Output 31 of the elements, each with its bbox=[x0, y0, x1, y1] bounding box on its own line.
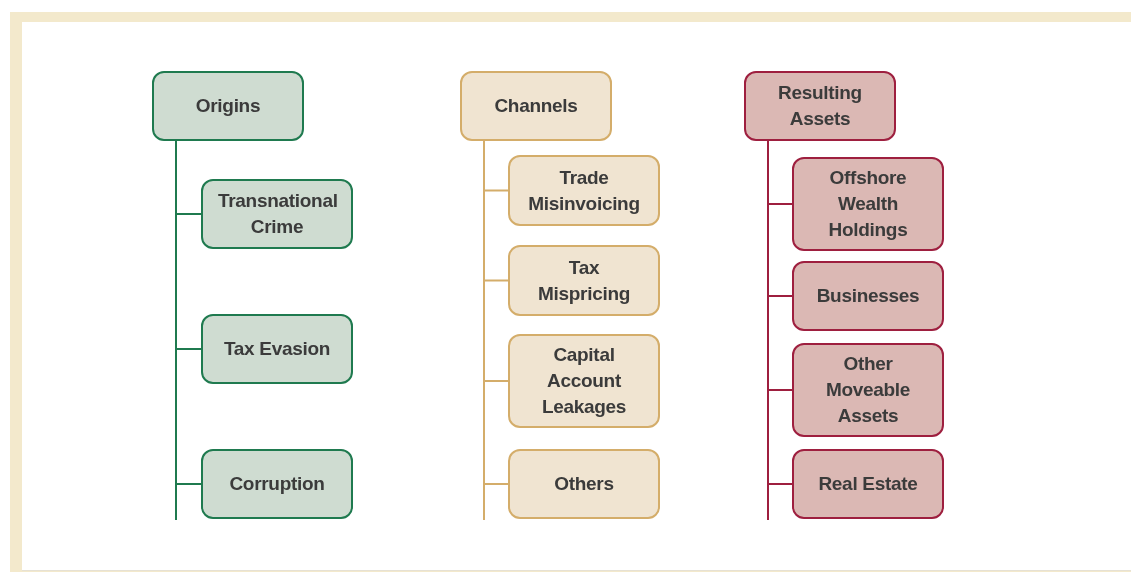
item-box bbox=[792, 343, 944, 437]
category-box bbox=[152, 71, 304, 141]
connector-line bbox=[483, 140, 509, 485]
connector-line bbox=[175, 140, 202, 485]
item-box bbox=[201, 179, 353, 249]
item-box bbox=[792, 261, 944, 331]
box-label: Others bbox=[554, 472, 614, 496]
box-label: Corruption bbox=[229, 472, 325, 496]
box-label: Tax Evasion bbox=[223, 337, 331, 361]
box-label: Capital Account Leakages bbox=[540, 343, 628, 419]
item-box bbox=[508, 155, 660, 226]
box-label: Transnational Crime bbox=[218, 189, 336, 239]
connector-line bbox=[767, 140, 793, 485]
box-label: Tax Mispricing bbox=[537, 255, 631, 306]
category-box bbox=[460, 71, 612, 141]
item-box bbox=[792, 449, 944, 519]
box-label: Trade Misinvoicing bbox=[527, 165, 641, 216]
box-label: Origins bbox=[195, 94, 261, 118]
box-label: Businesses bbox=[816, 284, 920, 308]
category-box bbox=[744, 71, 896, 141]
box-label: Channels bbox=[494, 94, 578, 118]
box-label: Resulting Assets bbox=[777, 81, 863, 131]
item-box bbox=[508, 334, 660, 428]
box-label: Real Estate bbox=[818, 472, 918, 496]
item-box bbox=[201, 314, 353, 384]
box-label: Offshore Wealth Holdings bbox=[827, 166, 909, 242]
box-label: Other Moveable Assets bbox=[824, 352, 912, 428]
item-box bbox=[508, 449, 660, 519]
item-box bbox=[201, 449, 353, 519]
item-box bbox=[792, 157, 944, 251]
item-box bbox=[508, 245, 660, 316]
